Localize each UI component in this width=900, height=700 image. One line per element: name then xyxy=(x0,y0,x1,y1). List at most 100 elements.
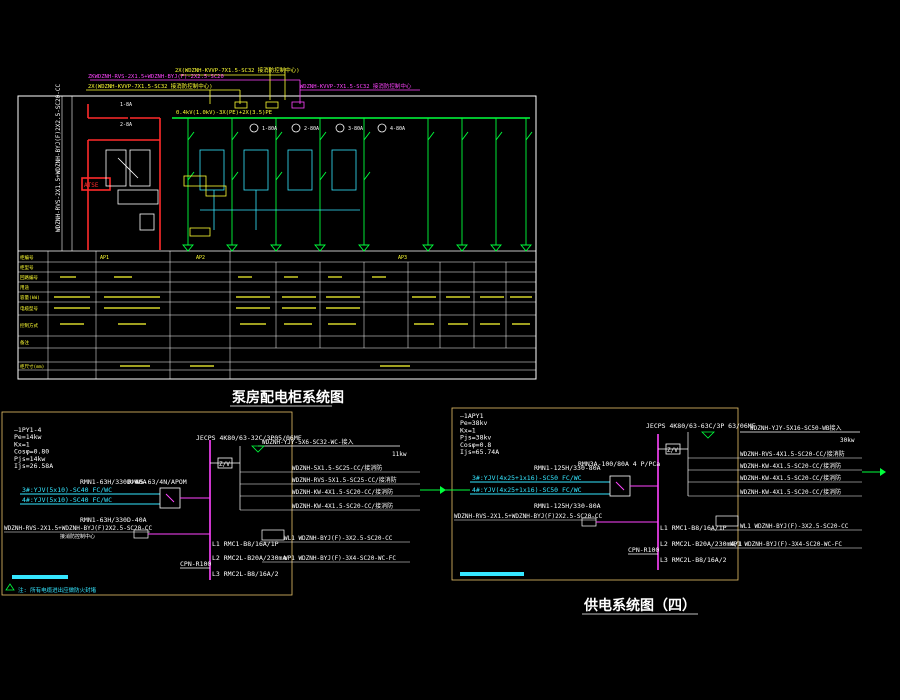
right-out-1: WDZNH-RVS-4X1.5-SC20-CC/接消防 xyxy=(740,450,845,458)
ammeter-symbols xyxy=(249,123,387,133)
right-supply-a: 3#:YJV(4x25+1x16)-SC50 FC/WC xyxy=(472,474,582,482)
right-control-cable: WDZNH-RVS-2X1.5+WDZNH-BYJ(F)2X2.5-SC20-C… xyxy=(454,513,602,520)
left-bottom-note: 注: 所有电缆进出应做防火封堵 xyxy=(18,586,97,594)
right-param-2: Kx=1 xyxy=(460,426,476,434)
right-l1: L1 RMC1-B8/16A/1P xyxy=(660,524,727,532)
table-col-ap3: AP3 xyxy=(398,255,407,261)
left-supply-b: 4#:YJV(5x10)-SC40 FC/WC xyxy=(22,496,112,504)
table-row-header-7: 备注 xyxy=(20,339,29,346)
left-control-cable: WDZNH-RVS-2X1.5+WDZNH-BYJ(F)2X2.5-SC20-C… xyxy=(4,525,152,532)
left-rmn-a: RMN5-63/4N/APOM xyxy=(128,478,187,486)
left-spd: CPN-R100 xyxy=(180,560,211,568)
right-panel-frame xyxy=(451,407,739,581)
right-param-3: Pjs=38kv xyxy=(460,434,491,442)
schedule-table xyxy=(18,251,536,379)
right-rmn-b: RMN1-125H/330-80A xyxy=(534,464,601,472)
left-panel-frame xyxy=(1,411,293,596)
busbar-label: 0.4kV(1.0kV)-3X(PE)+2X(3.5)PE xyxy=(176,110,272,116)
table-row-header-0: 柜编号 xyxy=(20,254,34,261)
left-param-4: Pjs=14kw xyxy=(14,455,45,463)
table-col-ap2: AP2 xyxy=(196,255,205,261)
table-row-header-1: 柜型号 xyxy=(20,264,34,271)
pump-room-title: 泵房配电柜系统图 xyxy=(232,389,344,406)
right-out-2: WDZNH-KW-4X1.5-SC20-CC/接消防 xyxy=(740,462,841,470)
table-row-header-5: 电缆型号 xyxy=(20,305,38,312)
table-row-header-4: 容量(kW) xyxy=(20,294,40,301)
left-param-5: Ijs=26.58A xyxy=(14,462,53,470)
top-cable-3: 2X(WDZNH-KVVP-7X1.5-SC32 接消防控制中心) xyxy=(88,82,213,90)
cyan-control-wiring xyxy=(199,149,360,230)
right-incoming-kw: 30kw xyxy=(840,437,855,444)
table-col-ap1: AP1 xyxy=(100,255,109,261)
svg-text:Z/V: Z/V xyxy=(219,461,230,468)
left-out-1: WDZNH-5X1.5-SC25-CC/接消防 xyxy=(292,464,382,472)
left-cyan-bar xyxy=(12,575,68,579)
table-row-header-3: 用途 xyxy=(20,284,29,291)
left-distribution-panel: —1PY1-4Pe=14kwKx=1Cosφ=0.80Pjs=14kwIjs=2… xyxy=(1,411,446,596)
right-distribution-panel: —1APY1Pe=38kvKx=1Pjs=38kvCosφ=0.8Ijs=65.… xyxy=(420,407,886,615)
right-out-4: WDZNH-KW-4X1.5-SC20-CC/接消防 xyxy=(740,488,841,496)
right-param-5: Ijs=65.74A xyxy=(460,448,499,456)
left-l1-note: WL1 WDZNH-BYJ(F)-3X2.5-SC20-CC xyxy=(284,535,393,542)
right-rmn-c: RMN1-125H/330-80A xyxy=(534,502,601,510)
left-box-label: ATSE xyxy=(84,182,99,189)
left-l2-note: WP1 WDZNH-BYJ(F)-3X4-SC20-WC-FC xyxy=(284,555,396,562)
pump-room-diagram: 2X(WDZNH-KVVP-7X1.5-SC32 接消防控制中心) ZKWDZN… xyxy=(17,66,537,407)
right-cyan-bar xyxy=(460,572,524,576)
left-param-2: Kx=1 xyxy=(14,440,30,448)
left-out-4: WDZNH-KW-4X1.5-SC20-CC/接消防 xyxy=(292,502,393,510)
right-spd: CPN-R100 xyxy=(628,546,659,554)
red-incomer-circuit xyxy=(81,104,161,250)
top-cable-2: ZKWDZNH-RVS-2X1.5+WDZNH-BYJ(F)-2X2.5-SC2… xyxy=(88,74,224,80)
left-rmn-b: RMN1-63H/330D-40A xyxy=(80,478,147,486)
right-param-0: —1APY1 xyxy=(460,412,484,420)
table-row-header-6: 控制方式 xyxy=(20,322,38,329)
right-l1-note: WL1 WDZNH-BYJ(F)-3X2.5-SC20-CC xyxy=(740,523,849,530)
left-rmn-c: RMN1-63H/330D-40A xyxy=(80,516,147,524)
yellow-control-boxes xyxy=(183,175,227,237)
left-control-note: 接消防控制中心 xyxy=(60,533,95,540)
right-main-breaker: JECPS 4K80/63-63C/3P 63/06MF xyxy=(646,422,756,430)
left-l3: L3 RMC2L-B8/16A/2 xyxy=(212,570,279,578)
control-relay-block xyxy=(105,149,159,231)
left-param-1: Pe=14kw xyxy=(14,433,41,441)
left-l2: L2 RMC2L-B20A/230mA xyxy=(212,554,286,562)
breaker-a-label: 1-80A xyxy=(262,126,277,132)
breaker-c-label: 3-80A xyxy=(348,126,363,132)
svg-text:Z/V: Z/V xyxy=(667,447,678,454)
pump-feeder-groups xyxy=(182,118,533,252)
top-cable-1: 2X(WDZNH-KVVP-7X1.5-SC32 接消防控制中心) xyxy=(175,66,300,74)
left-param-0: —1PY1-4 xyxy=(14,426,41,434)
table-cell-marks xyxy=(54,276,532,367)
left-supply-a: 3#:YJV(5x10)-SC40 FC/WC xyxy=(22,486,112,494)
left-incoming-cable: WDZNH-YJY-5X6-SC32-WC-接入 xyxy=(262,438,353,446)
right-param-1: Pe=38kv xyxy=(460,419,487,427)
breaker-d-label: 4-80A xyxy=(390,126,405,132)
incomer-a-label: 1-8A xyxy=(120,102,132,108)
supply-four-title: 供电系统图（四） xyxy=(583,597,696,614)
pump-room-frame xyxy=(17,95,537,380)
right-rmn-a: RMN3A-100/80A 4 P/PCa xyxy=(578,460,660,468)
right-supply-b: 4#:YJV(4x25+1x16)-SC50 FC/WC xyxy=(472,486,582,494)
left-param-3: Cosφ=0.80 xyxy=(14,448,49,456)
table-row-header-8: 柜尺寸(mm) xyxy=(20,363,44,370)
left-params: —1PY1-4Pe=14kwKx=1Cosφ=0.80Pjs=14kwIjs=2… xyxy=(14,426,53,470)
feeder-vertical-label: WDZNH-RVS-2X1.5+WDZNH-BYJ(F)2X2.5-SC20-C… xyxy=(55,84,62,232)
left-out-2: WDZNH-RVS-5X1.5-SC25-CC/接消防 xyxy=(292,476,397,484)
top-cable-4: WDZNH-KVVP-7X1.5-SC32 接消防控制中心 xyxy=(300,82,412,90)
left-out-3: WDZNH-KW-4X1.5-SC20-CC/接消防 xyxy=(292,488,393,496)
right-out-3: WDZNH-KW-4X1.5-SC20-CC/接消防 xyxy=(740,474,841,482)
right-param-4: Cosφ=0.8 xyxy=(460,441,491,449)
incomer-b-label: 2-8A xyxy=(120,122,132,128)
left-incoming-kw: 11kw xyxy=(392,451,407,458)
right-l3: L3 RMC2L-B8/16A/2 xyxy=(660,556,727,564)
right-l2-note: WP1 WDZNH-BYJ(F)-3X4-SC20-WC-FC xyxy=(730,541,842,548)
right-incoming-cable: WDZNH-YJY-5X16-SC50-WB接入 xyxy=(750,424,841,432)
left-main-breaker: JECPS 4K80/63-32C/3P05/06MF xyxy=(196,434,302,442)
left-l1: L1 RMC1-B8/16A/1P xyxy=(212,540,279,548)
top-cable-leaders xyxy=(86,68,420,109)
breaker-b-label: 2-80A xyxy=(304,126,319,132)
table-row-header-2: 回路编号 xyxy=(20,274,38,281)
